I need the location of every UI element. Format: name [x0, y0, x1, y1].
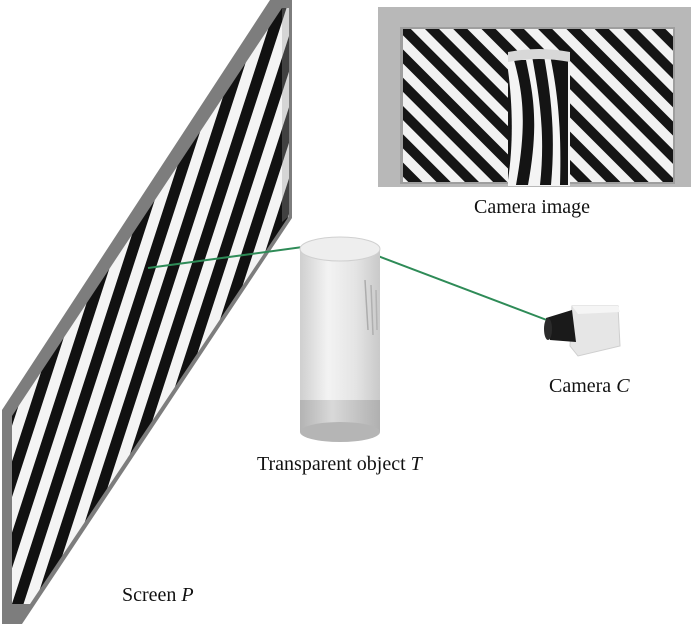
transparent-object: [299, 236, 381, 442]
object-label: Transparent object T: [257, 453, 422, 475]
camera-image-inset: [378, 7, 691, 187]
screen-panel: [2, 0, 292, 624]
camera-image-label: Camera image: [474, 196, 591, 218]
camera-label: Camera C: [549, 375, 630, 397]
camera-body: [569, 305, 621, 357]
camera: [544, 305, 621, 357]
object-top: [299, 236, 381, 262]
screen-stripes: [12, 8, 289, 604]
camera-lens: [546, 310, 576, 342]
screen-label: Screen P: [122, 584, 194, 606]
inset-object-distortion: [508, 49, 570, 186]
